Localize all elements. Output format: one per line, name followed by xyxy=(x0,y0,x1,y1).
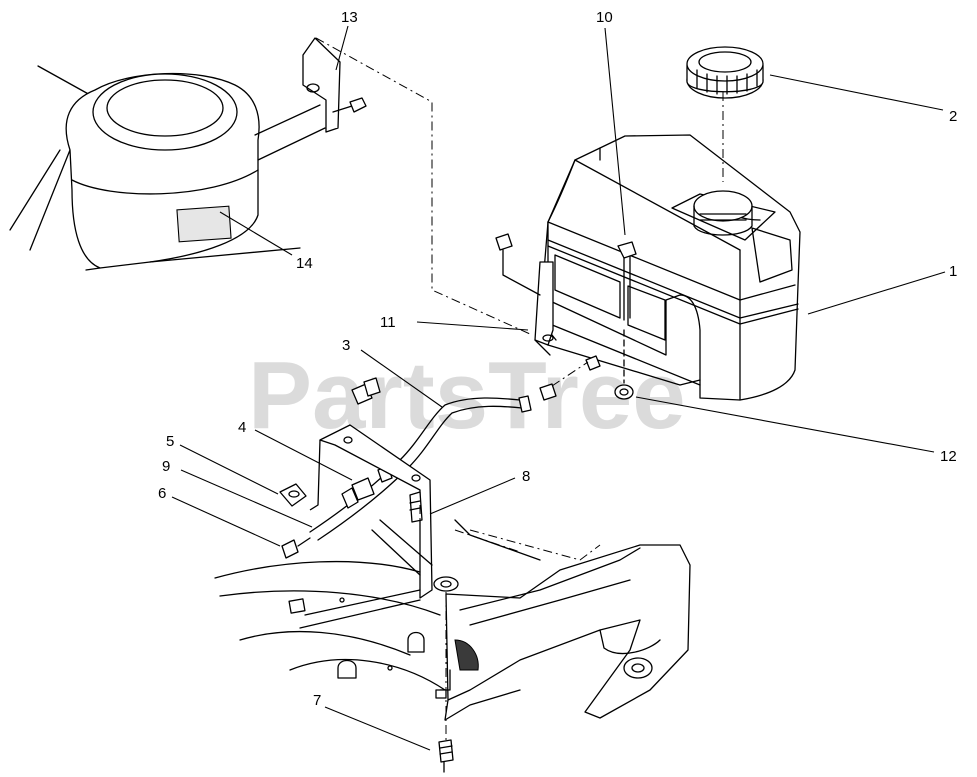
leader-lines xyxy=(171,25,946,751)
part-11-tank-bracket xyxy=(495,233,701,386)
part-13-bracket xyxy=(302,37,367,133)
watermark: PartsTree TM xyxy=(248,342,716,449)
hose-clip xyxy=(351,377,381,405)
callout-11: 11 xyxy=(380,314,396,331)
part-2-fuel-cap xyxy=(686,46,764,99)
callout-2: 2 xyxy=(949,108,957,125)
assembly-lines xyxy=(315,37,724,561)
watermark-text: PartsTree xyxy=(248,342,686,449)
part-12-nut xyxy=(614,329,634,400)
callout-3: 3 xyxy=(342,337,350,354)
part-8-bracket xyxy=(309,424,459,599)
callout-9: 9 xyxy=(162,458,170,475)
callout-1: 1 xyxy=(949,263,957,280)
callout-7: 7 xyxy=(313,692,321,709)
callout-13: 13 xyxy=(341,9,358,26)
callout-10: 10 xyxy=(596,9,613,26)
callout-4: 4 xyxy=(238,419,246,436)
mower-deck xyxy=(214,519,691,721)
part-3-fuel-line xyxy=(281,355,601,559)
callout-6: 6 xyxy=(158,485,166,502)
part-7-bolt xyxy=(438,592,454,773)
part-1-fuel-tank xyxy=(539,134,801,401)
callout-12: 12 xyxy=(940,448,957,465)
callout-labels: 13 10 2 1 14 11 3 12 4 5 9 8 6 7 xyxy=(158,9,957,709)
callout-5: 5 xyxy=(166,433,174,450)
engine-shroud xyxy=(9,65,326,271)
callout-14: 14 xyxy=(296,255,313,272)
part-5-nut xyxy=(279,483,307,507)
part-10-strap xyxy=(617,241,637,321)
callout-8: 8 xyxy=(522,468,530,485)
tank-bolt xyxy=(495,233,513,251)
decal-label xyxy=(176,205,232,243)
